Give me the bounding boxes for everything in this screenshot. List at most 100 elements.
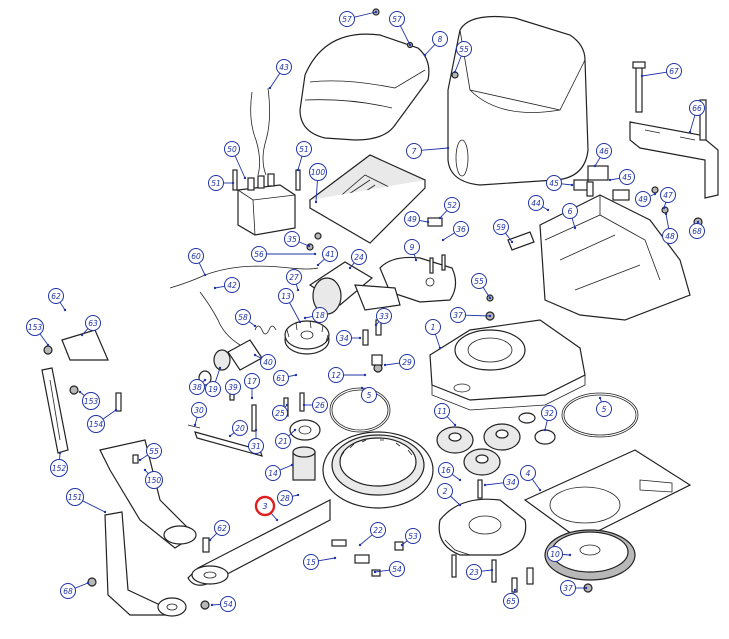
part-housing-shell <box>447 15 589 186</box>
callout-number: 37 <box>453 311 463 320</box>
callout-bubble <box>689 100 705 116</box>
callout-number: 67 <box>669 67 679 76</box>
callout-bubble <box>520 465 536 481</box>
callout-leader-tip-8 <box>423 53 427 57</box>
callout-48: 48 <box>662 228 678 244</box>
callout-63: 63 <box>85 315 101 331</box>
callout-leader-57 <box>399 25 411 46</box>
callout-42: 42 <box>224 277 240 293</box>
callout-number: 31 <box>251 442 261 451</box>
callout-62: 62 <box>214 520 230 536</box>
callout-leader-tip-63 <box>80 333 84 337</box>
callout-number: 14 <box>268 469 278 478</box>
callout-68: 68 <box>689 223 705 239</box>
callout-leader-14 <box>279 464 293 471</box>
callout-number: 2 <box>443 487 448 496</box>
callout-14: 14 <box>265 465 281 481</box>
callout-leader-tip-43 <box>268 86 272 90</box>
callout-bubble <box>48 288 64 304</box>
callout-number: 65 <box>506 597 516 606</box>
callout-bubble <box>322 246 338 262</box>
part-plate-4 <box>523 449 692 541</box>
callout-number: 68 <box>692 227 702 236</box>
callout-bubble <box>189 379 205 395</box>
callout-40: 40 <box>260 354 276 370</box>
callout-30: 30 <box>191 402 207 418</box>
callout-number: 16 <box>441 466 451 475</box>
callout-leader-7 <box>421 147 449 151</box>
callout-leader-37 <box>465 314 491 317</box>
callout-7: 7 <box>406 143 422 159</box>
part-bolt-66b <box>699 99 707 141</box>
callout-leader-tip-24 <box>348 266 352 270</box>
callout-bubble <box>277 490 293 506</box>
callout-bubble <box>214 520 230 536</box>
callout-34: 34 <box>336 330 352 346</box>
callout-leader-153 <box>39 333 49 346</box>
callout-54: 54 <box>389 561 405 577</box>
callout-number: 54 <box>392 565 402 574</box>
part-gear-plate-2 <box>438 498 527 556</box>
callout-number: 61 <box>276 374 286 383</box>
callout-leader-tip-57 <box>408 43 412 47</box>
callout-9: 9 <box>404 239 420 255</box>
callout-leader-tip-5 <box>360 386 364 390</box>
callout-41: 41 <box>322 246 338 262</box>
callout-leader-11 <box>446 416 456 426</box>
callout-leader-tip-35 <box>307 244 311 248</box>
callout-bubble <box>205 381 221 397</box>
callout-number: 21 <box>278 437 288 446</box>
part-top-cover <box>299 33 430 141</box>
callout-leader-59 <box>505 232 513 243</box>
callout-100: 100 <box>309 163 327 181</box>
callout-leader-43 <box>269 72 281 89</box>
callout-leader-52 <box>439 210 448 219</box>
callout-47: 47 <box>660 187 676 203</box>
part-pin-30 <box>187 424 201 429</box>
callout-68: 68 <box>60 583 76 599</box>
callout-bubble <box>351 249 367 265</box>
callout-37: 37 <box>560 580 576 596</box>
callout-number: 55 <box>149 447 159 456</box>
callout-leader-41 <box>317 258 325 266</box>
callout-bubble <box>596 401 612 417</box>
part-transformer-50 <box>237 173 296 236</box>
callout-leader-tip-55 <box>488 296 492 300</box>
callout-number: 36 <box>456 225 466 234</box>
callout-leader-tip-62 <box>208 538 212 542</box>
callout-number: 3 <box>262 502 267 511</box>
callout-bubble <box>82 392 100 410</box>
callout-bubble <box>406 143 422 159</box>
callout-number: 48 <box>665 232 675 241</box>
callout-leader-tip-37 <box>584 586 588 590</box>
callout-bubble <box>275 433 291 449</box>
callout-number: 24 <box>354 253 364 262</box>
part-knob-19 <box>213 349 231 371</box>
callout-bubble <box>60 583 76 599</box>
callout-leader-tip-68 <box>86 581 90 585</box>
part-cable-42 <box>199 291 241 346</box>
callout-36: 36 <box>453 221 469 237</box>
callout-18: 18 <box>312 307 328 323</box>
callout-leader-19 <box>214 367 221 383</box>
callout-50: 50 <box>224 141 240 157</box>
callout-number: 10 <box>550 550 560 559</box>
callout-1: 1 <box>425 319 441 335</box>
callout-number: 57 <box>392 15 402 24</box>
callout-leader-tip-16 <box>458 478 462 482</box>
callout-bubble <box>425 319 441 335</box>
callout-bubble <box>336 330 352 346</box>
callout-bubble <box>547 546 563 562</box>
callout-bubble <box>244 373 260 389</box>
callout-number: 45 <box>622 173 632 182</box>
callout-leader-tip-42 <box>213 286 217 290</box>
part-bracket-63 <box>61 329 109 361</box>
callout-bubble <box>312 307 328 323</box>
callout-leader-45 <box>609 177 620 181</box>
callout-56: 56 <box>251 246 267 262</box>
callout-65: 65 <box>503 593 519 609</box>
callout-leader-63 <box>81 328 89 336</box>
callout-leader-tip-54 <box>210 603 214 607</box>
callout-bubble <box>85 315 101 331</box>
callout-5: 5 <box>596 401 612 417</box>
